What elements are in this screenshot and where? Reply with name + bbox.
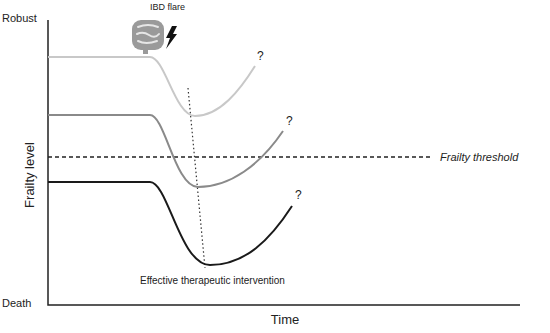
- question-mark: ?: [295, 189, 302, 202]
- axis-title: Frailty level: [23, 142, 37, 208]
- axes: [48, 20, 520, 305]
- axis-title: Time: [271, 313, 299, 327]
- robust-curve: [48, 57, 255, 116]
- intestine-icon: [132, 20, 164, 54]
- axis-bottom-label: Death: [2, 297, 31, 309]
- intervention-label: Effective therapeutic intervention: [140, 275, 285, 286]
- frail-curve: [48, 182, 292, 265]
- lightning-icon: [166, 26, 177, 49]
- question-mark: ?: [286, 115, 293, 128]
- threshold-label: Frailty threshold: [440, 151, 518, 163]
- question-mark: ?: [257, 50, 264, 63]
- axis-top-label: Robust: [2, 12, 37, 24]
- event-label: IBD flare: [150, 3, 185, 13]
- middle-curve: [48, 115, 283, 187]
- threshold-line: [48, 156, 433, 157]
